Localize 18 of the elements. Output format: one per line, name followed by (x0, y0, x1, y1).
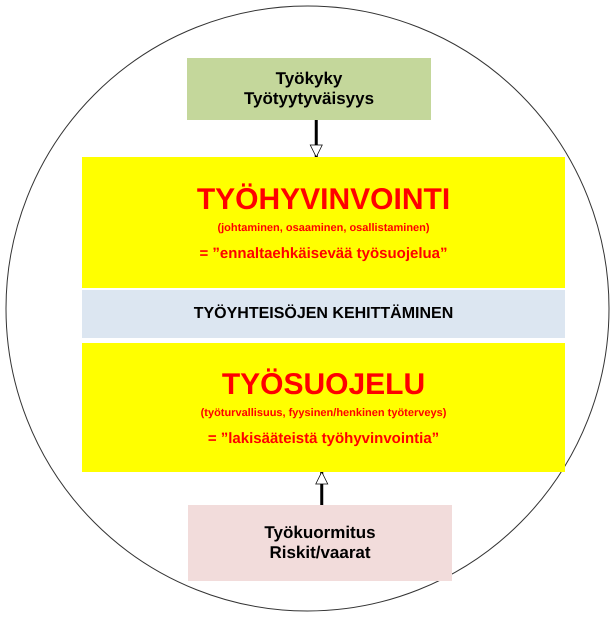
definition-text: = ”lakisääteistä työhyvinvointia” (208, 430, 440, 448)
box-text: Työtyytyväisyys (244, 89, 374, 110)
box-text: TYÖYHTEISÖJEN KEHITTÄMINEN (194, 304, 454, 324)
arrow (315, 472, 328, 505)
subheading: (työturvallisuus, fyysinen/henkinen työterveys) (200, 406, 446, 420)
box-text: Työkyky (276, 68, 342, 89)
input-box (187, 58, 431, 120)
main-box (82, 157, 565, 288)
main-box (82, 343, 565, 472)
arrow (310, 120, 323, 158)
box-text: Työkuormitus (264, 522, 376, 543)
heading: TYÖSUOJELU (222, 366, 426, 403)
heading: TYÖHYVINVOINTI (196, 182, 450, 218)
box-text: Riskit/vaarat (269, 543, 371, 564)
input-box (188, 505, 452, 581)
definition-text: = ”ennaltaehkäisevää työsuojelua” (199, 245, 448, 264)
band (82, 290, 565, 338)
subheading: (johtaminen, osaaminen, osallistaminen) (217, 222, 430, 236)
